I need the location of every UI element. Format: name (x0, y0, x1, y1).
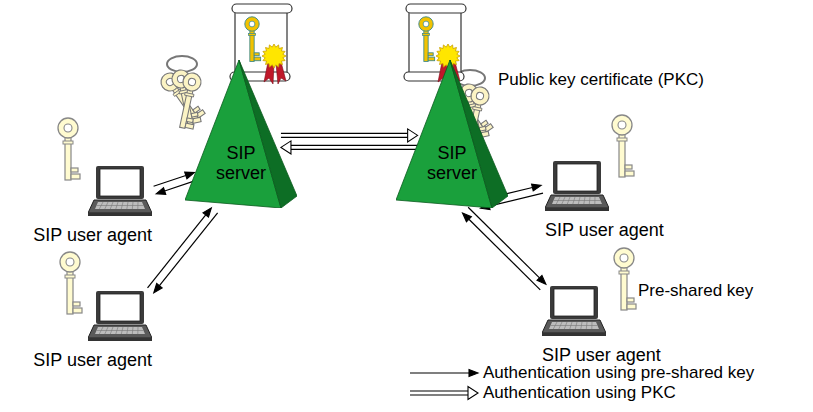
legend-text: Authentication using pre-shared key (483, 363, 754, 383)
arrow-head (537, 275, 546, 284)
annotation-label: Public key certificate (PKC) (498, 70, 704, 90)
arrow-line (410, 394, 468, 395)
key-icon (60, 252, 82, 314)
pyramid-shape (185, 60, 297, 208)
legend-row: Authentication using PKC (408, 383, 754, 403)
auth-arrow (148, 208, 212, 288)
arrow-line (469, 219, 540, 290)
laptop-icon (542, 285, 606, 337)
arrow-head (185, 172, 195, 179)
pyramid-shape (396, 60, 508, 208)
key-icon (245, 17, 261, 62)
server-text: SIP server (396, 144, 508, 184)
arrow-head (463, 213, 472, 222)
server-text: SIP server (185, 144, 297, 184)
arrow-head (156, 188, 166, 195)
laptop-icon (88, 165, 152, 217)
arrow-line (148, 215, 206, 288)
legend-row: Authentication using pre-shared key (408, 363, 754, 383)
arrow-head (469, 370, 478, 377)
auth-arrow (281, 141, 418, 154)
arrow-line (281, 133, 408, 134)
key-icon (58, 118, 80, 180)
key-ring (157, 56, 205, 130)
auth-arrow (463, 213, 541, 290)
auth-arrow (281, 129, 418, 142)
legend: Authentication using pre-shared keyAuthe… (408, 363, 754, 403)
arrow-head (532, 184, 542, 191)
user-agent-laptop: SIP user agent (33, 290, 152, 371)
agent-label: SIP user agent (33, 350, 152, 371)
server-pyramid: SIP server (185, 60, 297, 208)
server-label: SIP server (420, 144, 484, 184)
legend-text: Authentication using PKC (483, 383, 676, 403)
annotation-label: Pre-shared key (638, 281, 753, 301)
legend-sample (408, 383, 480, 403)
arrow-head (468, 387, 478, 400)
arrow-line (159, 213, 217, 286)
auth-arrow (154, 213, 218, 293)
legend-sample (408, 363, 480, 383)
key-icon (173, 71, 204, 130)
arrow-line (154, 175, 186, 186)
server-pyramid: SIP server (396, 60, 508, 208)
agent-label: SIP user agent (545, 220, 664, 241)
laptop-icon (545, 160, 609, 212)
arrow-head (281, 141, 291, 154)
agent-label: SIP user agent (542, 345, 661, 366)
arrow-head (203, 208, 211, 217)
auth-arrow (154, 172, 195, 186)
arrow-head (408, 129, 418, 142)
user-agent-laptop: SIP user agent (33, 165, 152, 246)
laptop-icon (88, 290, 152, 342)
arrow-line (291, 145, 418, 146)
key-icon (612, 115, 634, 177)
arrow-line (281, 137, 408, 138)
key-icon (419, 17, 435, 62)
arrow-line (410, 372, 469, 373)
arrow-head (154, 284, 162, 293)
arrow-line (291, 149, 418, 150)
server-label: SIP server (209, 144, 273, 184)
agent-label: SIP user agent (33, 225, 152, 246)
certificate-icon (404, 4, 466, 84)
arrow-line (410, 390, 468, 391)
auth-arrow (468, 207, 546, 284)
key-icon (614, 248, 636, 310)
arrow-line (468, 207, 539, 278)
user-agent-laptop: SIP user agent (545, 160, 664, 241)
